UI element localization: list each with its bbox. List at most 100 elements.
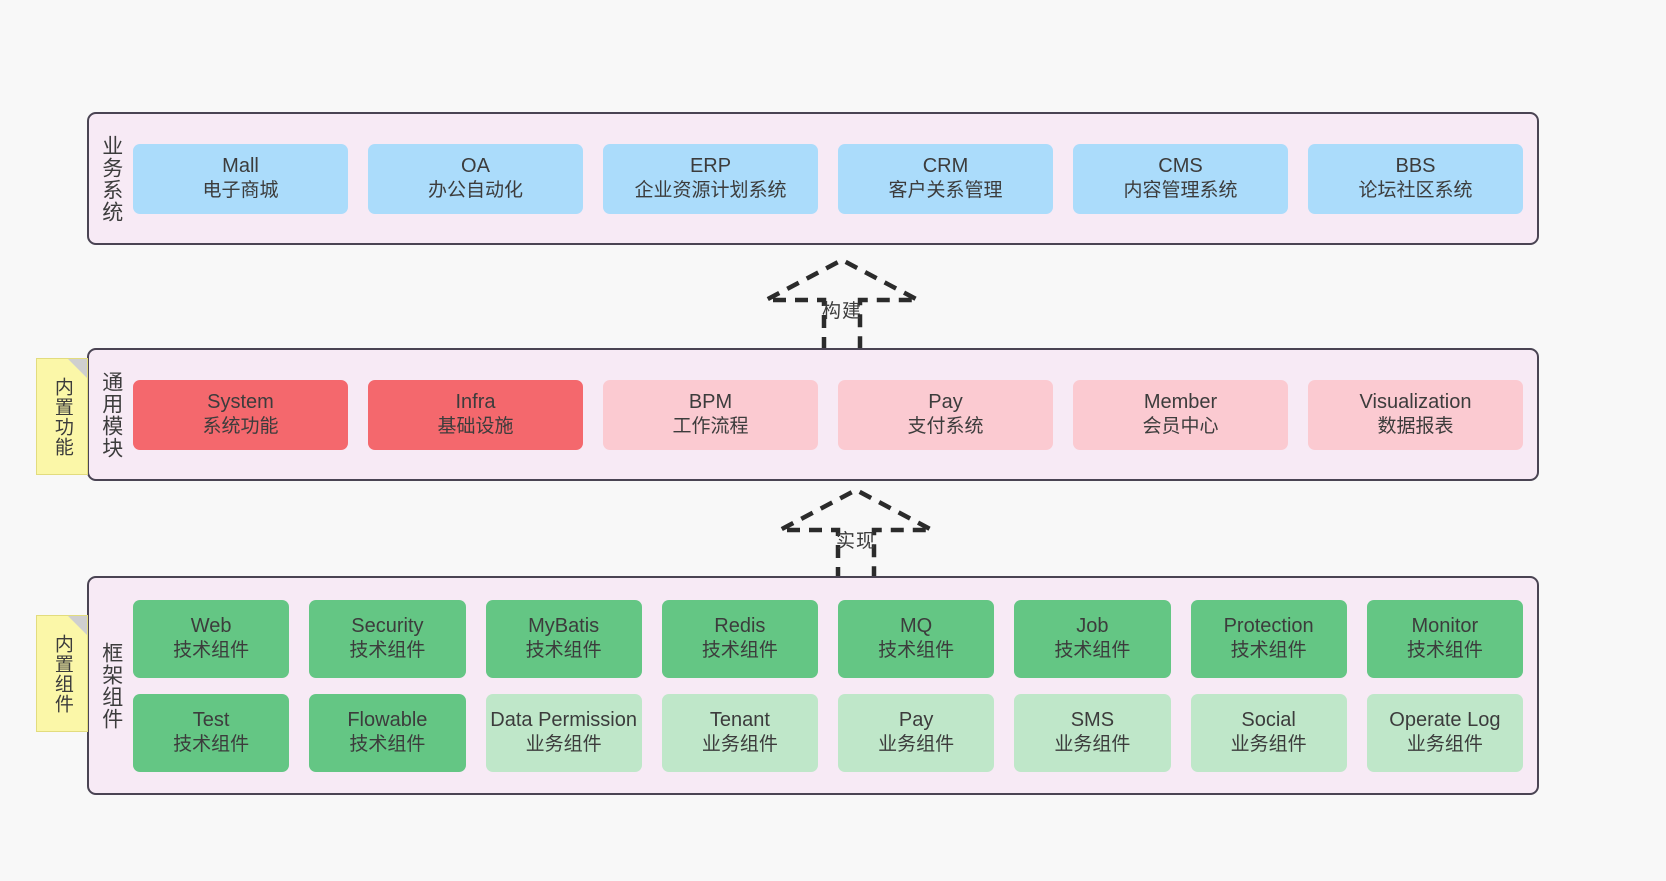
node-pay-module-cn: 支付系统 xyxy=(907,416,984,438)
node-protection-cn: 技术组件 xyxy=(1230,640,1307,662)
dashed-hollow-arrow-up-icon xyxy=(764,257,920,350)
node-visualization-cn: 数据报表 xyxy=(1377,416,1454,438)
row-framework-2: Test 技术组件 Flowable 技术组件 Data Permission … xyxy=(133,693,1523,772)
node-tenant-cn: 业务组件 xyxy=(701,734,778,756)
node-oa-en: OA xyxy=(461,155,490,178)
node-test-en: Test xyxy=(192,709,230,732)
node-cms-en: CMS xyxy=(1158,155,1203,178)
connector-build: 构建 xyxy=(762,257,922,350)
node-sms-cn: 业务组件 xyxy=(1054,734,1131,756)
node-monitor-cn: 技术组件 xyxy=(1406,640,1483,662)
node-mq-cn: 技术组件 xyxy=(878,640,955,662)
node-job-en: Job xyxy=(1076,615,1109,638)
node-pay-module[interactable]: Pay 支付系统 xyxy=(838,379,1053,450)
note-built-in-components: 内置组件 xyxy=(36,615,88,732)
node-security-en: Security xyxy=(351,615,424,638)
node-redis-cn: 技术组件 xyxy=(701,640,778,662)
node-pay-component[interactable]: Pay 业务组件 xyxy=(838,693,995,772)
node-social[interactable]: Social 业务组件 xyxy=(1190,693,1347,772)
dashed-hollow-arrow-up-icon xyxy=(778,487,934,580)
node-monitor-en: Monitor xyxy=(1411,615,1479,638)
note-built-in-components-label: 内置组件 xyxy=(51,633,73,714)
node-job[interactable]: Job 技术组件 xyxy=(1014,599,1171,678)
node-mybatis[interactable]: MyBatis 技术组件 xyxy=(485,599,642,678)
node-web-cn: 技术组件 xyxy=(173,640,250,662)
node-data-permission-cn: 业务组件 xyxy=(525,734,602,756)
node-bpm-cn: 工作流程 xyxy=(672,416,749,438)
node-flowable-cn: 技术组件 xyxy=(349,734,426,756)
node-visualization-en: Visualization xyxy=(1359,391,1472,414)
node-infra[interactable]: Infra 基础设施 xyxy=(368,379,583,450)
node-pay-module-en: Pay xyxy=(928,391,963,414)
node-tenant[interactable]: Tenant 业务组件 xyxy=(661,693,818,772)
node-operate-log-cn: 业务组件 xyxy=(1406,734,1483,756)
node-oa[interactable]: OA 办公自动化 xyxy=(368,143,583,214)
row-common-1: System 系统功能 Infra 基础设施 BPM 工作流程 Pay 支付系统… xyxy=(133,379,1523,450)
node-member[interactable]: Member 会员中心 xyxy=(1073,379,1288,450)
node-erp-cn: 企业资源计划系统 xyxy=(634,180,787,202)
node-redis[interactable]: Redis 技术组件 xyxy=(661,599,818,678)
node-mq[interactable]: MQ 技术组件 xyxy=(838,599,995,678)
node-flowable[interactable]: Flowable 技术组件 xyxy=(309,693,466,772)
node-erp[interactable]: ERP 企业资源计划系统 xyxy=(603,143,818,214)
node-bpm-en: BPM xyxy=(688,391,733,414)
node-bbs-en: BBS xyxy=(1395,155,1436,178)
node-mall-en: Mall xyxy=(222,155,259,178)
node-security[interactable]: Security 技术组件 xyxy=(309,599,466,678)
node-operate-log-en: Operate Log xyxy=(1389,709,1501,732)
layer-body-business: Mall 电子商城 OA 办公自动化 ERP 企业资源计划系统 CRM 客户关系… xyxy=(133,114,1537,243)
layer-body-framework: Web 技术组件 Security 技术组件 MyBatis 技术组件 Redi… xyxy=(133,578,1537,793)
connector-implement: 实现 xyxy=(776,487,936,580)
node-cms[interactable]: CMS 内容管理系统 xyxy=(1073,143,1288,214)
node-web-en: Web xyxy=(190,615,232,638)
node-pay-component-cn: 业务组件 xyxy=(878,734,955,756)
node-job-cn: 技术组件 xyxy=(1054,640,1131,662)
node-visualization[interactable]: Visualization 数据报表 xyxy=(1308,379,1523,450)
node-sms[interactable]: SMS 业务组件 xyxy=(1014,693,1171,772)
node-mybatis-cn: 技术组件 xyxy=(525,640,602,662)
node-oa-cn: 办公自动化 xyxy=(427,180,523,202)
node-data-permission[interactable]: Data Permission 业务组件 xyxy=(485,693,642,772)
node-protection-en: Protection xyxy=(1223,615,1314,638)
node-operate-log[interactable]: Operate Log 业务组件 xyxy=(1366,693,1523,772)
node-cms-cn: 内容管理系统 xyxy=(1123,180,1238,202)
node-web[interactable]: Web 技术组件 xyxy=(133,599,290,678)
layer-title-framework: 框架组件 xyxy=(99,641,123,730)
node-member-cn: 会员中心 xyxy=(1142,416,1219,438)
node-mybatis-en: MyBatis xyxy=(528,615,600,638)
node-system[interactable]: System 系统功能 xyxy=(133,379,348,450)
layer-business-system: 业务系统 Mall 电子商城 OA 办公自动化 ERP 企业资源计划系统 CRM… xyxy=(87,112,1539,245)
node-crm-en: CRM xyxy=(922,155,969,178)
layer-body-common: System 系统功能 Infra 基础设施 BPM 工作流程 Pay 支付系统… xyxy=(133,350,1537,479)
node-infra-en: Infra xyxy=(455,391,496,414)
node-monitor[interactable]: Monitor 技术组件 xyxy=(1366,599,1523,678)
node-infra-cn: 基础设施 xyxy=(437,416,514,438)
layer-framework-component: 框架组件 Web 技术组件 Security 技术组件 MyBatis 技术组件… xyxy=(87,576,1539,795)
node-crm-cn: 客户关系管理 xyxy=(888,180,1003,202)
node-system-cn: 系统功能 xyxy=(202,416,279,438)
layer-title-common: 通用模块 xyxy=(99,370,123,459)
node-tenant-en: Tenant xyxy=(709,709,770,732)
note-built-in-features: 内置功能 xyxy=(36,358,88,475)
node-protection[interactable]: Protection 技术组件 xyxy=(1190,599,1347,678)
node-social-cn: 业务组件 xyxy=(1230,734,1307,756)
node-pay-component-en: Pay xyxy=(898,709,934,732)
connector-implement-label: 实现 xyxy=(835,531,877,552)
node-mall-cn: 电子商城 xyxy=(202,180,279,202)
node-sms-en: SMS xyxy=(1070,709,1115,732)
connector-build-label: 构建 xyxy=(821,301,863,322)
node-bpm[interactable]: BPM 工作流程 xyxy=(603,379,818,450)
layer-common-module: 通用模块 System 系统功能 Infra 基础设施 BPM 工作流程 Pay… xyxy=(87,348,1539,481)
node-redis-en: Redis xyxy=(714,615,766,638)
note-built-in-features-label: 内置功能 xyxy=(51,376,73,457)
node-system-en: System xyxy=(207,391,274,414)
node-bbs-cn: 论坛社区系统 xyxy=(1358,180,1473,202)
node-bbs[interactable]: BBS 论坛社区系统 xyxy=(1308,143,1523,214)
node-test[interactable]: Test 技术组件 xyxy=(133,693,290,772)
node-test-cn: 技术组件 xyxy=(173,734,250,756)
node-crm[interactable]: CRM 客户关系管理 xyxy=(838,143,1053,214)
node-social-en: Social xyxy=(1241,709,1296,732)
node-mall[interactable]: Mall 电子商城 xyxy=(133,143,348,214)
layer-title-business: 业务系统 xyxy=(99,134,123,223)
